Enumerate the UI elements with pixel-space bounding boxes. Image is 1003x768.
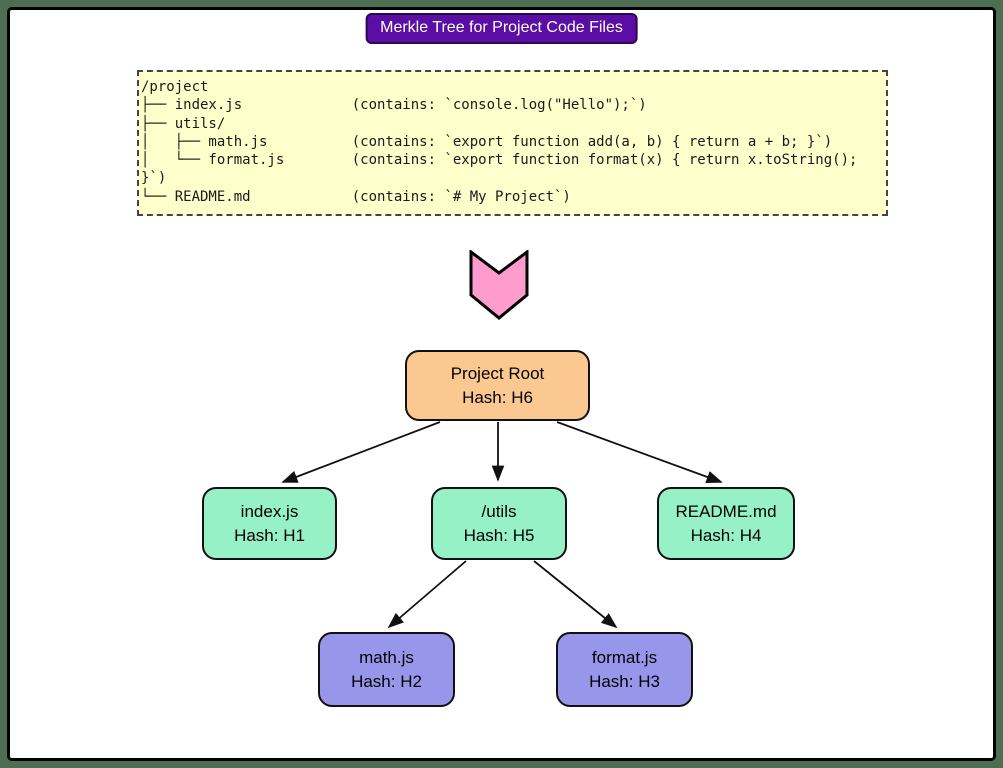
- node-label: index.js: [240, 501, 299, 521]
- node-readme-md: README.md Hash: H4: [657, 487, 795, 560]
- node-hash: Hash: H6: [462, 387, 533, 407]
- node-label: /utils: [481, 501, 517, 521]
- node-hash: Hash: H2: [351, 671, 422, 691]
- node-math-js: math.js Hash: H2: [318, 632, 455, 707]
- node-hash: Hash: H3: [589, 671, 660, 691]
- chevron-down-icon: [469, 250, 529, 320]
- node-index-js: index.js Hash: H1: [202, 487, 337, 560]
- edge-utils-format: [533, 560, 618, 629]
- edge-root-readme: [556, 421, 723, 483]
- node-label: Project Root: [450, 363, 545, 383]
- node-project-root: Project Root Hash: H6: [405, 350, 590, 421]
- node-label: format.js: [591, 647, 658, 667]
- diagram-panel: Merkle Tree for Project Code Files /proj…: [7, 7, 996, 761]
- node-hash: Hash: H4: [690, 525, 762, 545]
- node-utils: /utils Hash: H5: [431, 487, 567, 560]
- file-tree-source-box: /project ├── index.js (contains: `consol…: [137, 70, 888, 216]
- node-label: math.js: [359, 647, 414, 667]
- file-tree-text: /project ├── index.js (contains: `consol…: [141, 79, 858, 205]
- page-title: Merkle Tree for Project Code Files: [365, 13, 638, 44]
- edge-utils-math: [387, 560, 467, 629]
- edge-root-index: [281, 421, 441, 483]
- node-label: README.md: [675, 501, 777, 521]
- node-hash: Hash: H5: [463, 525, 535, 545]
- node-format-js: format.js Hash: H3: [556, 632, 693, 707]
- node-hash: Hash: H1: [234, 525, 305, 545]
